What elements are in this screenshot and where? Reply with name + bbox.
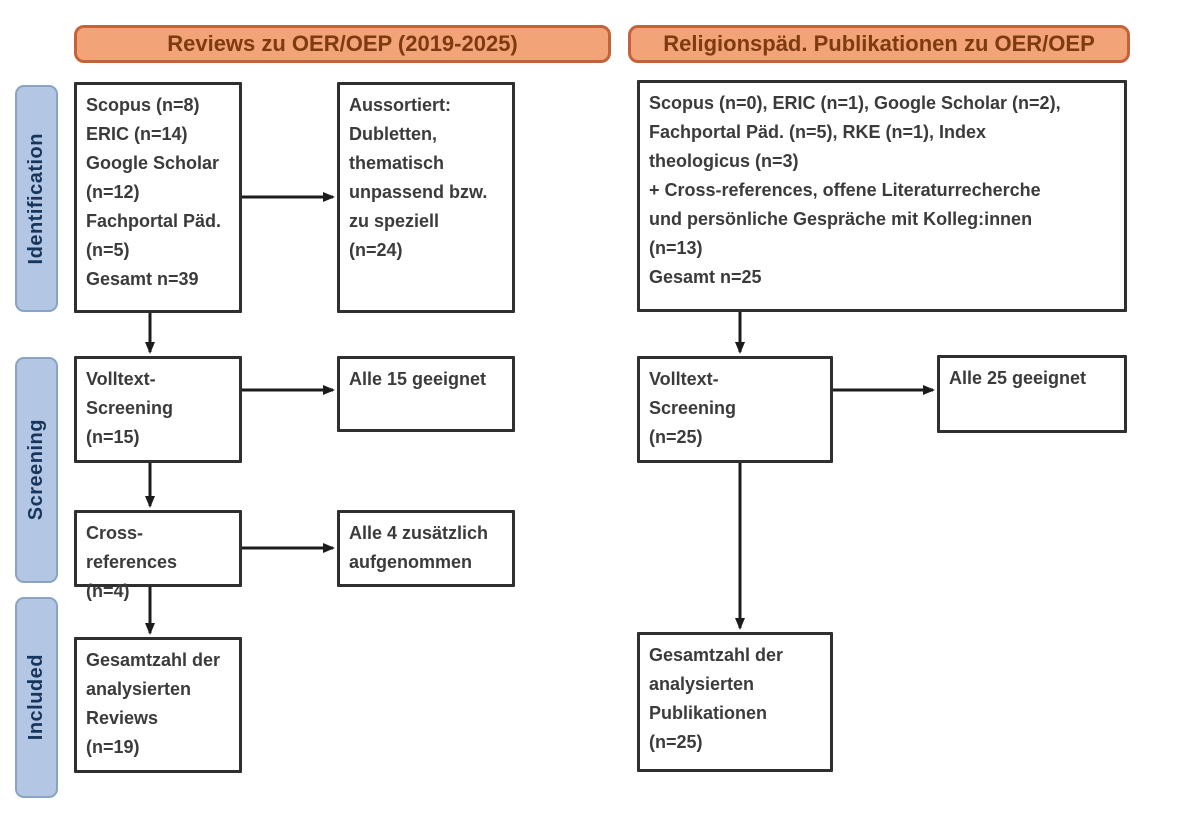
stage-label-included: Included (15, 597, 58, 798)
box-fulltext-screening-reviews: Volltext- Screening (n=15) (74, 356, 242, 463)
box-total-reviews: Gesamtzahl der analysierten Reviews (n=1… (74, 637, 242, 773)
box-excluded-reviews: Aussortiert: Dubletten, thematisch unpas… (337, 82, 515, 313)
stage-label-identification: Identification (15, 85, 58, 312)
box-added-reviews: Alle 4 zusätzlich aufgenommen (337, 510, 515, 587)
box-sources-publications: Scopus (n=0), ERIC (n=1), Google Scholar… (637, 80, 1127, 312)
box-cross-references-reviews: Cross-references (n=4) (74, 510, 242, 601)
column-header-reviews: Reviews zu OER/OEP (2019-2025) (74, 25, 611, 63)
box-fulltext-screening-publications: Volltext- Screening (n=25) (637, 356, 833, 463)
box-sources-reviews: Scopus (n=8) ERIC (n=14) Google Scholar … (74, 82, 242, 313)
box-total-publications: Gesamtzahl der analysierten Publikatione… (637, 632, 833, 772)
stage-label-screening: Screening (15, 357, 58, 583)
box-eligible-publications: Alle 25 geeignet (937, 355, 1127, 433)
stage-label-screening-text: Screening (25, 419, 47, 521)
box-eligible-reviews: Alle 15 geeignet (337, 356, 515, 432)
column-header-religionspaed: Religionspäd. Publikationen zu OER/OEP (628, 25, 1130, 63)
stage-label-identification-text: Identification (25, 132, 47, 265)
stage-label-included-text: Included (25, 654, 47, 741)
